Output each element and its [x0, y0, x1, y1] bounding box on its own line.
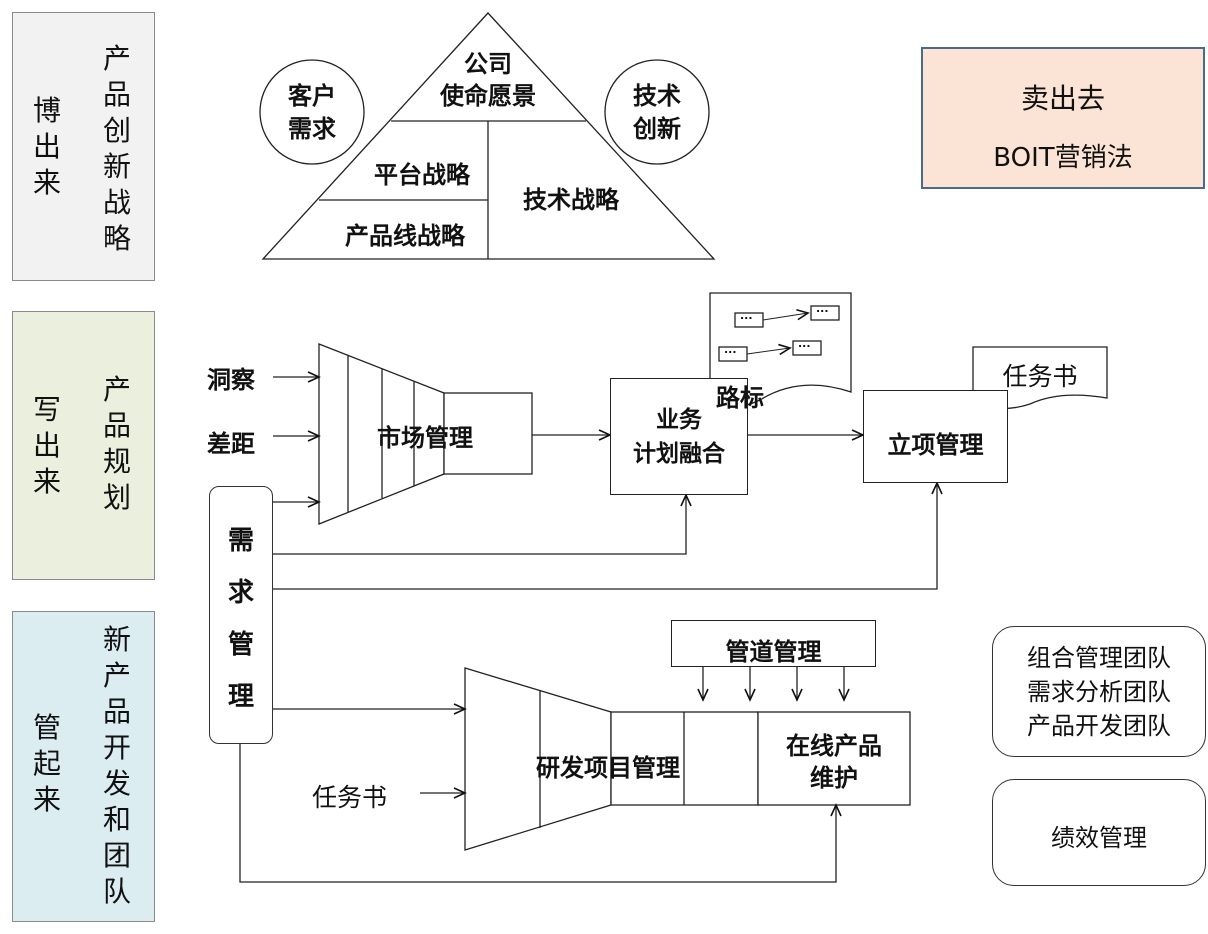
tech-innovation-circle [604, 59, 710, 165]
pipeline-management-label: 管道管理 [725, 638, 822, 666]
rd-project-management-label: 研发项目管理 [536, 754, 680, 782]
demand-label: 需求 [288, 115, 336, 143]
innovation-label: 创新 [633, 115, 681, 143]
performance-label: 绩效管理 [1051, 824, 1147, 852]
online-maintenance-label: 在线产品 维护 [758, 730, 910, 794]
platform-strategy-label: 平台战略 [374, 161, 470, 189]
project-approval-label: 立项管理 [887, 431, 984, 459]
teams-list: 组合管理团队 需求分析团队 产品开发团队 [993, 641, 1205, 743]
business-plan-box: 业务 计划融合 [610, 378, 748, 495]
tech-label: 技术 [633, 82, 681, 110]
roadmap-label: 路标 [716, 384, 764, 412]
customer-label: 客户 [288, 82, 336, 110]
insight-label: 洞察 [207, 366, 255, 394]
market-management-label: 市场管理 [377, 424, 473, 452]
stage-planning-long: 产品规划 [102, 373, 131, 514]
teams-box: 组合管理团队 需求分析团队 产品开发团队 [992, 626, 1206, 757]
business-label: 业务 [656, 407, 702, 433]
customer-demand-circle [259, 59, 365, 165]
demand-management-box: 需求管理 [209, 486, 273, 744]
company-label: 公司 [464, 50, 512, 78]
demand-management-label: 需求管理 [227, 526, 254, 712]
task-doc-label: 任务书 [1002, 362, 1078, 391]
technology-strategy-label: 技术战略 [523, 186, 619, 214]
pipeline-management-box: 管道管理 [671, 620, 876, 667]
tech-innovation-label: 技术 创新 [617, 80, 697, 146]
company-mission-label: 公司 使命愿景 [418, 48, 558, 112]
stage-strategy-panel: 博出来 产品创新战略 [12, 12, 155, 281]
portfolio-team-label: 组合管理团队 [1027, 644, 1171, 672]
stage-strategy-long: 产品创新战略 [102, 42, 131, 255]
roadmap-node-1: ... [740, 309, 753, 322]
online-product-label: 在线产品 [786, 732, 882, 760]
gap-label: 差距 [207, 430, 255, 458]
performance-box: 绩效管理 [992, 779, 1206, 886]
roadmap-node-2: ... [816, 302, 829, 315]
maintenance-label: 维护 [810, 764, 858, 792]
stage-planning-panel: 写出来 产品规划 [12, 311, 155, 580]
plan-integration-label: 计划融合 [633, 441, 725, 467]
mission-vision-label: 使命愿景 [440, 82, 536, 110]
stage-development-panel: 管起来 新产品开发和团队 [12, 611, 155, 922]
product-line-strategy-label: 产品线战略 [345, 222, 465, 250]
stage-development-long: 新产品开发和团队 [102, 623, 131, 908]
demand-analysis-team-label: 需求分析团队 [1027, 678, 1171, 706]
task-input-label: 任务书 [312, 783, 388, 812]
sell-method: BOIT营销法 [993, 143, 1133, 173]
project-approval-box: 立项管理 [863, 390, 1008, 483]
sell-title: 卖出去 [1020, 82, 1105, 115]
sell-box: 卖出去 BOIT营销法 [921, 47, 1205, 189]
roadmap-node-4: ... [798, 337, 811, 350]
stage-strategy-short: 博出来 [32, 94, 61, 199]
stage-development-short: 管起来 [32, 711, 61, 816]
customer-demand-label: 客户 需求 [272, 80, 352, 146]
business-plan-label: 业务 计划融合 [611, 403, 747, 471]
product-dev-team-label: 产品开发团队 [1027, 712, 1171, 740]
roadmap-node-3: ... [724, 343, 737, 356]
stage-planning-short: 写出来 [32, 393, 61, 498]
